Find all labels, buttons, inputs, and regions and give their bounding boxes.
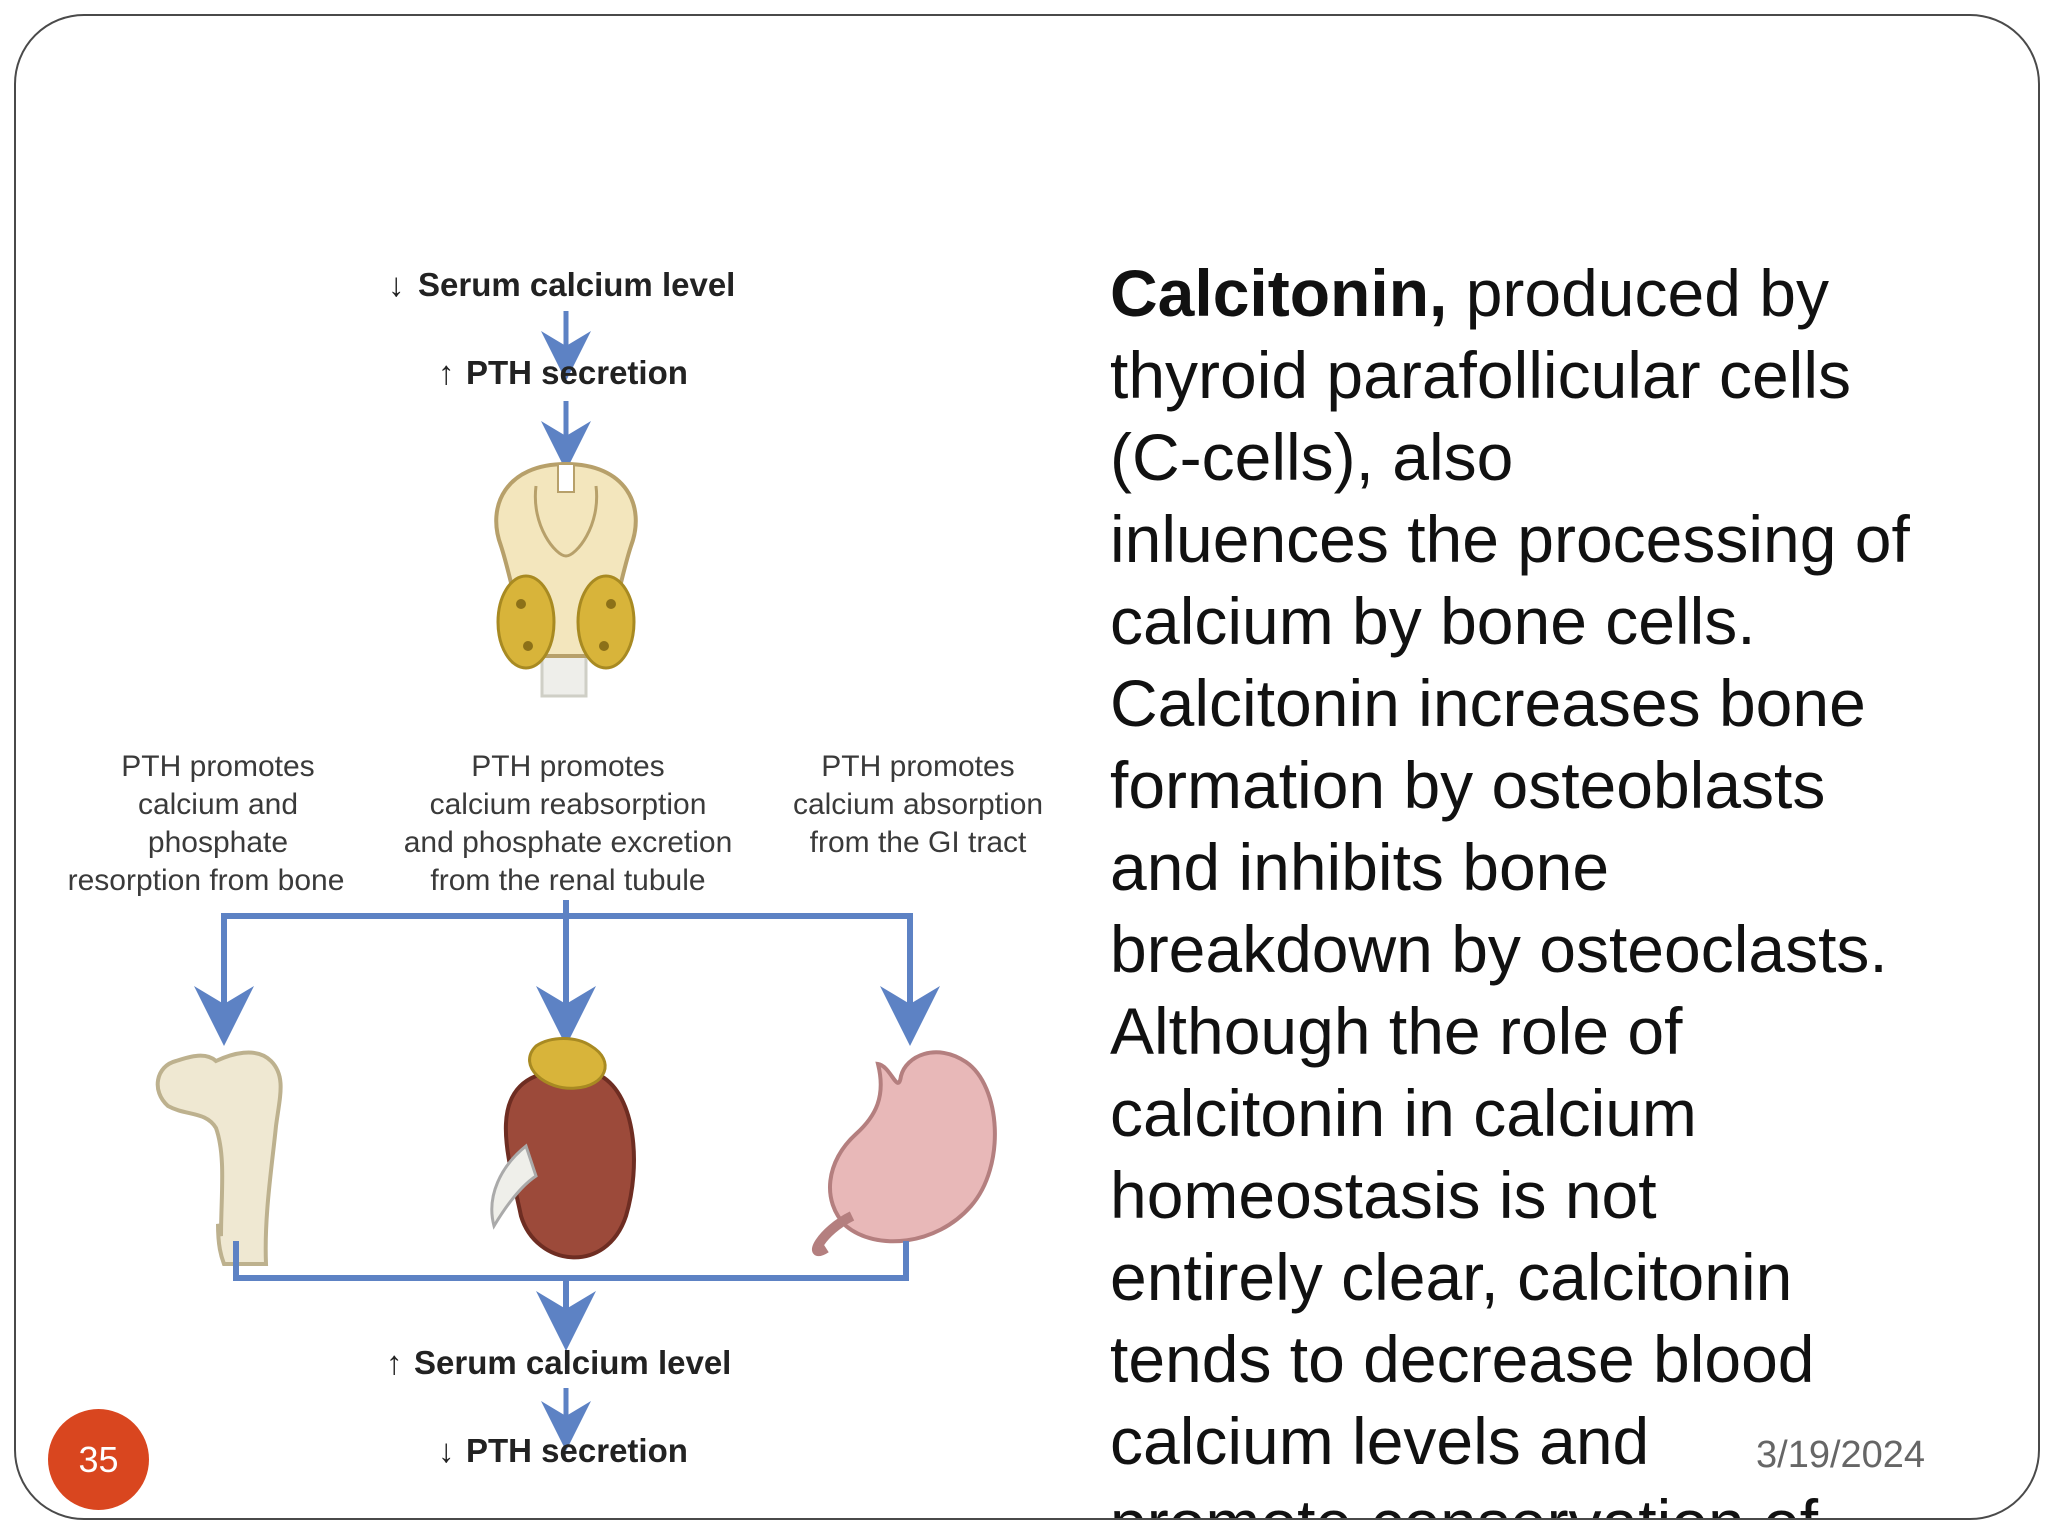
- slide-date: 3/19/2024: [1756, 1434, 1926, 1476]
- svg-text:calcium reabsorption: calcium reabsorption: [430, 788, 707, 821]
- bottom-pth-arrow: ↓: [438, 1432, 455, 1469]
- bone-illustration: [155, 1050, 283, 1266]
- bottom-serum-level-label: Serum calcium level: [414, 1344, 731, 1381]
- paragraph-line: calcitonin in calcium: [1110, 1076, 1697, 1150]
- paragraph-line: and inhibits bone: [1110, 830, 1610, 904]
- svg-text:phosphate: phosphate: [148, 826, 288, 859]
- top-serum-arrow: ↓: [388, 266, 405, 303]
- paragraph-line: calcium levels and: [1110, 1404, 1650, 1478]
- paragraph-line: promote conservation of: [1110, 1482, 1990, 1518]
- svg-text:from the renal tubule: from the renal tubule: [430, 864, 705, 897]
- calcitonin-term: Calcitonin,: [1110, 256, 1448, 330]
- paragraph-line: Although the role of: [1110, 994, 1683, 1068]
- stomach-illustration: [811, 1050, 997, 1257]
- thyroid-parathyroid-illustration: [494, 461, 638, 698]
- top-pth-secretion-label: PTH secretion: [466, 354, 688, 391]
- paragraph-line: Calcitonin increases bone: [1110, 666, 1866, 740]
- paragraph-line: entirely clear, calcitonin: [1110, 1240, 1793, 1314]
- svg-text:from the GI tract: from the GI tract: [810, 826, 1027, 859]
- paragraph-line-1: Calcitonin, produced by: [1110, 252, 1990, 334]
- paragraph-line: tends to decrease blood: [1110, 1322, 1815, 1396]
- branch-connectors: [194, 900, 940, 1046]
- paragraph-line-1-rest: produced by: [1447, 256, 1829, 330]
- slide-frame: ↓ Serum calcium level ↑ PTH secretion PT…: [14, 14, 2040, 1520]
- paragraph-line: homeostasis is not: [1110, 1158, 1657, 1232]
- gi-effect-label: PTH promotes calcium absorption from the…: [793, 750, 1043, 859]
- svg-text:PTH promotes: PTH promotes: [821, 750, 1014, 783]
- bone-effect-label: PTH promotes calcium and phosphate resor…: [68, 750, 345, 897]
- top-pth-arrow: ↑: [438, 354, 455, 391]
- paragraph-line: breakdown by osteoclasts.: [1110, 912, 1888, 986]
- svg-text:and phosphate excretion: and phosphate excretion: [404, 826, 733, 859]
- svg-text:calcium and: calcium and: [138, 788, 298, 821]
- slide-number-badge: 35: [48, 1409, 149, 1510]
- top-serum-level-label: Serum calcium level: [418, 266, 735, 303]
- paragraph-line: formation by osteoblasts: [1110, 748, 1826, 822]
- svg-text:resorption from bone: resorption from bone: [68, 864, 345, 897]
- svg-text:PTH promotes: PTH promotes: [471, 750, 664, 783]
- kidney-effect-label: PTH promotes calcium reabsorption and ph…: [404, 750, 733, 897]
- bottom-serum-arrow: ↑: [386, 1344, 403, 1381]
- paragraph-line: (C-cells), also: [1110, 420, 1514, 494]
- paragraph-line: inluences the processing of: [1110, 502, 1910, 576]
- paragraph-line: calcium by bone cells.: [1110, 584, 1756, 658]
- calcitonin-paragraph: Calcitonin, produced by thyroid parafoll…: [1110, 252, 1990, 1518]
- svg-text:calcium absorption: calcium absorption: [793, 788, 1043, 821]
- kidney-illustration: [490, 1037, 636, 1260]
- bottom-pth-secretion-label: PTH secretion: [466, 1432, 688, 1469]
- converge-connectors: [233, 1241, 909, 1351]
- pth-calcium-diagram: ↓ Serum calcium level ↑ PTH secretion PT…: [68, 266, 1043, 1469]
- paragraph-line: thyroid parafollicular cells: [1110, 338, 1851, 412]
- svg-text:PTH promotes: PTH promotes: [121, 750, 314, 783]
